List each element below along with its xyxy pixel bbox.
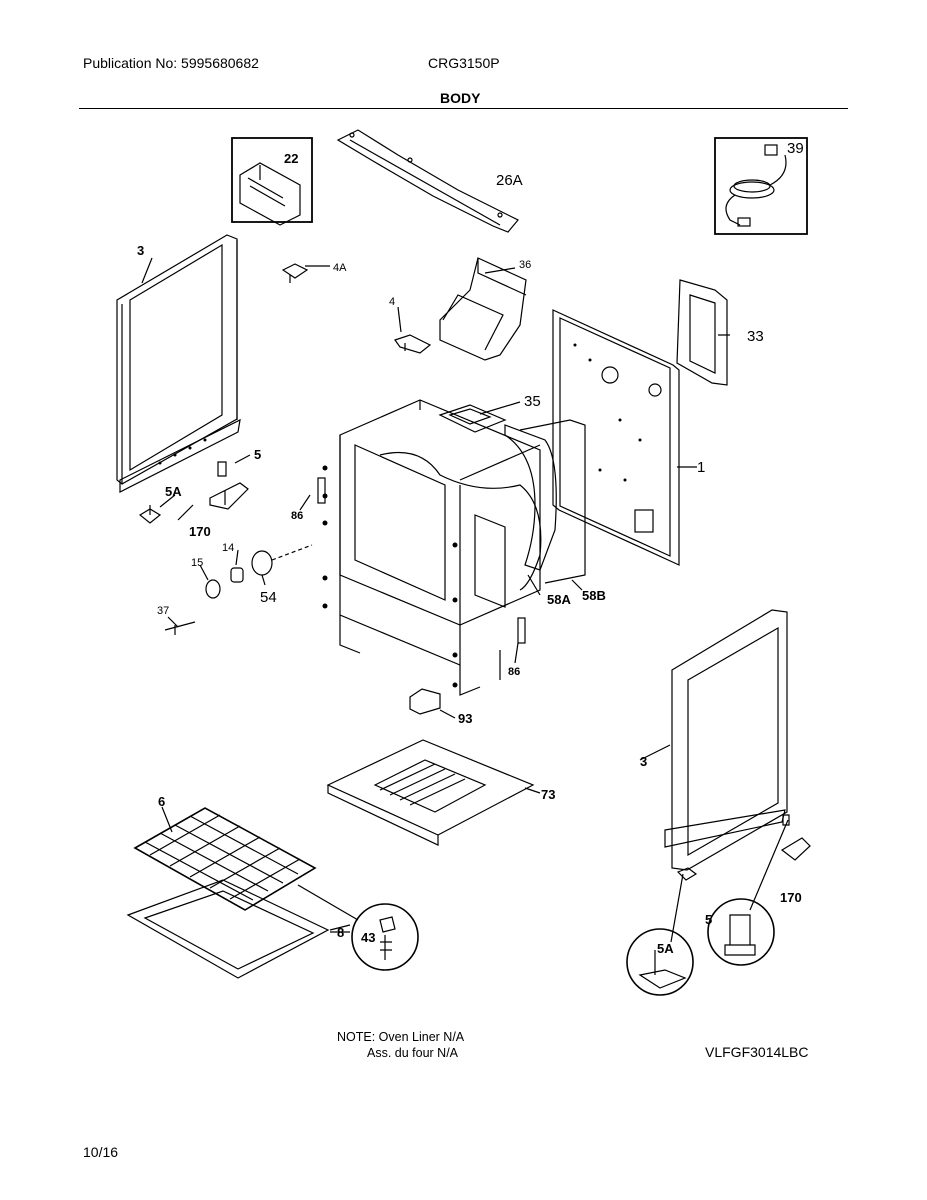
label-86-upper: 86 <box>291 510 303 522</box>
part-37-probe <box>164 621 196 635</box>
part-93-cap <box>409 688 441 715</box>
label-39: 39 <box>787 140 804 157</box>
note-line-1: NOTE: Oven Liner N/A <box>337 1030 465 1044</box>
label-3-right: 3 <box>640 754 647 769</box>
label-37: 37 <box>157 605 169 617</box>
part-26A-bracket <box>336 129 519 233</box>
label-14: 14 <box>222 542 234 554</box>
part-1-back-panel <box>552 309 680 566</box>
part-5-leveler-left <box>217 461 227 477</box>
part-86-bracket-lower <box>517 617 526 644</box>
label-15: 15 <box>191 557 203 569</box>
model-number: CRG3150P <box>428 55 500 71</box>
label-86-lower: 86 <box>508 666 520 678</box>
label-43: 43 <box>361 930 375 945</box>
label-22: 22 <box>284 151 298 166</box>
part-33-side-panel <box>676 279 728 386</box>
part-5A-foot-left <box>138 505 162 524</box>
part-6-oven-rack <box>133 807 317 911</box>
label-26A: 26A <box>496 172 523 189</box>
label-73: 73 <box>541 787 555 802</box>
label-8: 8 <box>337 925 344 940</box>
part-5A-foot-right <box>676 867 698 881</box>
part-5-leveler-right <box>782 814 790 826</box>
label-93: 93 <box>458 711 472 726</box>
part-labels: 22 26A 39 3 4A 36 4 33 35 1 5 5A 170 86 … <box>137 140 804 956</box>
part-73-oven-bottom <box>326 739 535 846</box>
detail-5-leveler <box>707 898 775 966</box>
part-4A-clip <box>281 263 309 283</box>
detail-5A-foot <box>626 928 694 996</box>
label-5-left: 5 <box>254 447 261 462</box>
part-4-clip <box>394 334 432 354</box>
part-39-box <box>714 137 808 235</box>
section-title: BODY <box>440 90 481 106</box>
page-number: 10/16 <box>83 1144 119 1160</box>
screws-left <box>322 465 458 688</box>
label-170-right: 170 <box>780 890 802 905</box>
label-58B: 58B <box>582 588 606 603</box>
label-6: 6 <box>158 794 165 809</box>
part-170-bracket-left <box>209 482 249 510</box>
oven-body-frame <box>339 399 586 696</box>
part-22-box <box>231 137 313 226</box>
label-35: 35 <box>524 393 541 410</box>
part-8-broiler-pan <box>126 879 330 979</box>
label-58A: 58A <box>547 592 571 607</box>
label-36: 36 <box>519 259 531 271</box>
label-5A-right: 5A <box>657 941 674 956</box>
label-170-left: 170 <box>189 524 211 539</box>
label-33: 33 <box>747 328 764 345</box>
part-170-bracket-right <box>780 837 811 861</box>
label-4: 4 <box>389 296 395 308</box>
part-86-bracket-upper <box>317 477 326 504</box>
part-3-left-door <box>116 234 241 493</box>
part-36-vent-duct <box>439 257 527 361</box>
detail-43-bolt <box>351 903 419 971</box>
part-3-right-door <box>664 609 788 871</box>
label-1: 1 <box>697 459 705 476</box>
label-5-right: 5 <box>705 912 712 927</box>
label-4A: 4A <box>333 262 347 274</box>
header-divider <box>79 108 848 109</box>
label-54: 54 <box>260 589 277 606</box>
label-5A-left: 5A <box>165 484 182 499</box>
publication-number: Publication No: 5995680682 <box>83 55 259 71</box>
label-3-left: 3 <box>137 243 144 258</box>
note-line-2: Ass. du four N/A <box>367 1046 459 1060</box>
diagram-code: VLFGF3014LBC <box>705 1044 809 1060</box>
